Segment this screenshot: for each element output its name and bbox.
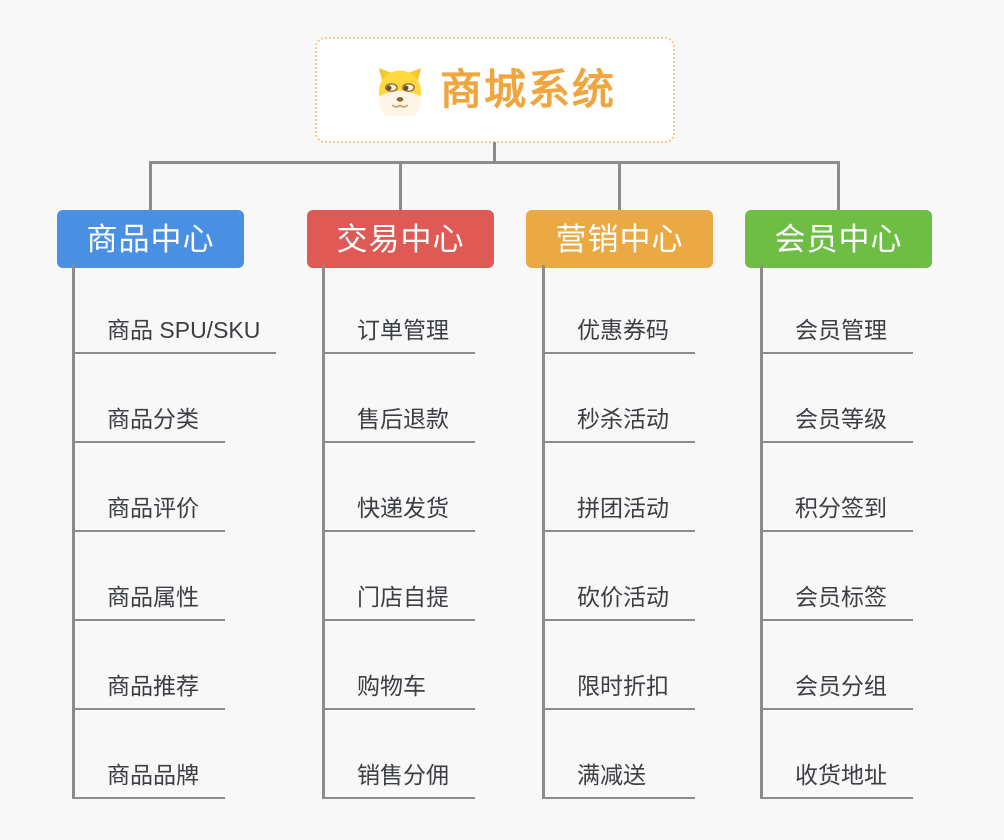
branch-column-products: 商品 SPU/SKU 商品分类 商品评价 商品属性 商品推荐 商品品牌 <box>72 265 277 799</box>
connector-root-stub <box>493 142 496 163</box>
leaf-item[interactable]: 秒杀活动 <box>545 354 695 443</box>
root-node[interactable]: 商城系统 <box>315 37 675 143</box>
leaf-item[interactable]: 售后退款 <box>325 354 475 443</box>
branch-column-members: 会员管理 会员等级 积分签到 会员标签 会员分组 收货地址 <box>760 265 913 799</box>
leaf-item[interactable]: 拼团活动 <box>545 443 695 532</box>
leaf-item[interactable]: 会员分组 <box>763 621 913 710</box>
leaf-item[interactable]: 商品分类 <box>75 354 225 443</box>
connector-drop-members <box>837 161 840 211</box>
branch-column-trade: 订单管理 售后退款 快递发货 门店自提 购物车 销售分佣 <box>322 265 475 799</box>
leaf-item[interactable]: 会员等级 <box>763 354 913 443</box>
root-title: 商城系统 <box>439 66 616 113</box>
leaf-item[interactable]: 限时折扣 <box>545 621 695 710</box>
leaf-item[interactable]: 砍价活动 <box>545 532 695 621</box>
leaf-item[interactable]: 快递发货 <box>325 443 475 532</box>
connector-drop-products <box>149 161 152 211</box>
leaf-item[interactable]: 收货地址 <box>763 710 913 799</box>
branch-header-label: 营销中心 <box>555 221 684 257</box>
leaf-item[interactable]: 满减送 <box>545 710 695 799</box>
branch-header-marketing[interactable]: 营销中心 <box>526 210 713 268</box>
connector-horizontal-bar <box>149 161 840 164</box>
branch-column-marketing: 优惠券码 秒杀活动 拼团活动 砍价活动 限时折扣 满减送 <box>542 265 695 799</box>
leaf-item[interactable]: 门店自提 <box>325 532 475 621</box>
branch-header-label: 会员中心 <box>774 221 903 257</box>
leaf-item[interactable]: 购物车 <box>325 621 475 710</box>
leaf-item[interactable]: 积分签到 <box>763 443 913 532</box>
connector-drop-trade <box>399 161 402 211</box>
leaf-item[interactable]: 订单管理 <box>325 265 475 354</box>
branch-header-label: 交易中心 <box>336 221 465 257</box>
branch-header-products[interactable]: 商品中心 <box>57 210 244 268</box>
connector-drop-marketing <box>618 161 621 211</box>
branch-header-trade[interactable]: 交易中心 <box>307 210 494 268</box>
leaf-item[interactable]: 会员管理 <box>763 265 913 354</box>
leaf-item[interactable]: 商品属性 <box>75 532 225 621</box>
branch-header-members[interactable]: 会员中心 <box>745 210 932 268</box>
branch-header-label: 商品中心 <box>86 221 215 257</box>
leaf-item[interactable]: 商品品牌 <box>75 710 225 799</box>
leaf-item[interactable]: 商品推荐 <box>75 621 225 710</box>
leaf-item[interactable]: 会员标签 <box>763 532 913 621</box>
leaf-item[interactable]: 商品 SPU/SKU <box>75 265 277 354</box>
leaf-item[interactable]: 商品评价 <box>75 443 225 532</box>
leaf-item[interactable]: 销售分佣 <box>325 710 475 799</box>
leaf-item[interactable]: 优惠券码 <box>545 265 695 354</box>
doge-icon <box>374 64 426 121</box>
